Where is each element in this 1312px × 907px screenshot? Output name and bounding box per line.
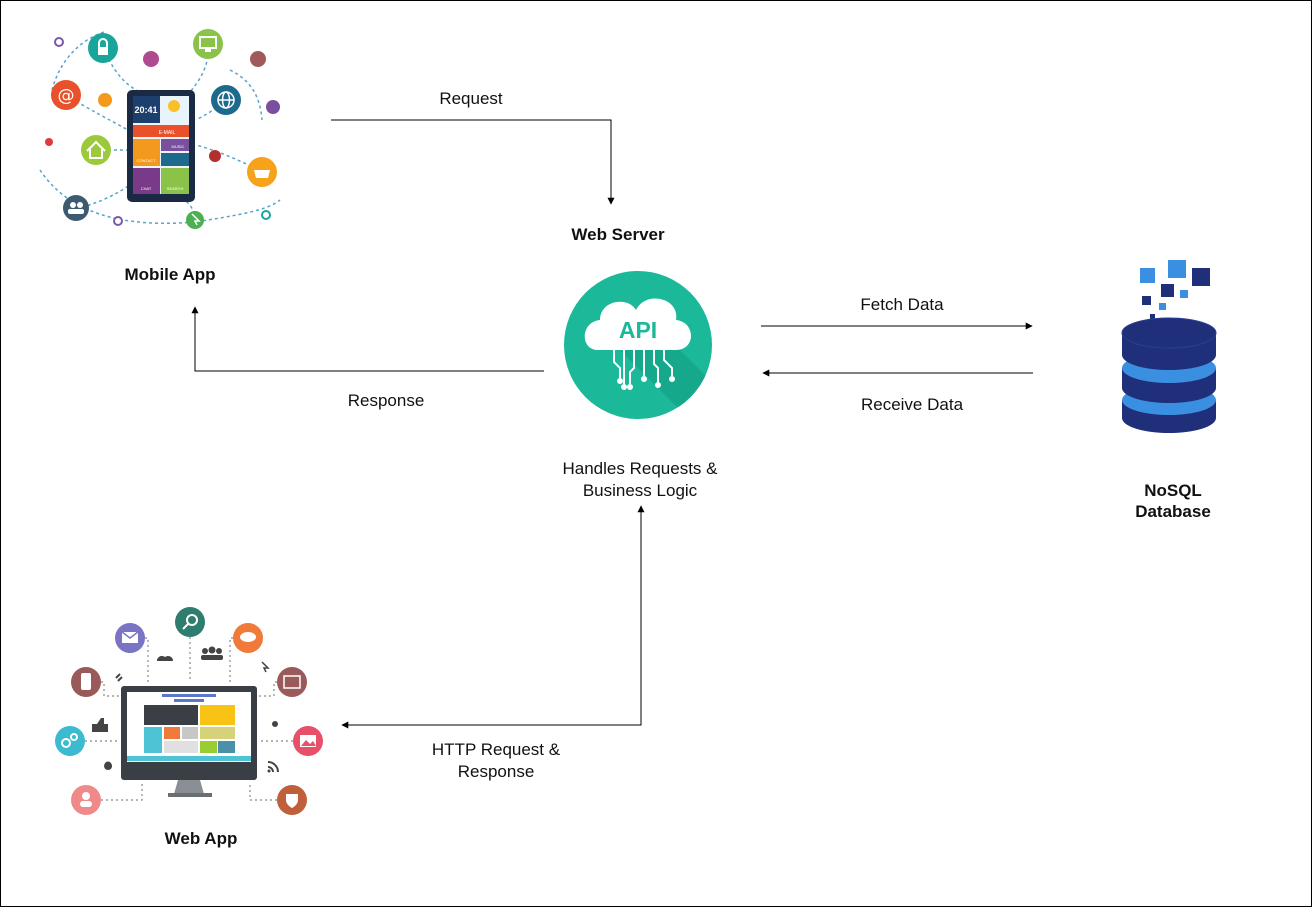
rss-icon — [143, 51, 159, 67]
http-label-line2: Response — [457, 762, 535, 781]
web-app-illustration — [55, 607, 323, 815]
server-caption-line1: Handles Requests & — [562, 459, 718, 478]
mobile-app-illustration: @ — [39, 29, 281, 229]
users-icon — [63, 195, 89, 221]
heart-icon — [45, 138, 53, 146]
fetch-data-label: Fetch Data — [860, 295, 944, 314]
tablet-tile-contact: CONTACT — [136, 158, 156, 163]
wifi-icon — [267, 761, 279, 773]
http-label-line1: HTTP Request & — [431, 740, 561, 759]
server-caption-line2: Business Logic — [582, 481, 698, 500]
group-icon — [201, 646, 223, 660]
notebook-icon — [250, 51, 266, 67]
web-server-label: Web Server — [571, 225, 665, 244]
web-app-label: Web App — [164, 829, 238, 848]
cursor-icon — [186, 211, 204, 229]
tablet-time: 20:41 — [134, 105, 157, 115]
tablet-tile-chat: CHAT — [141, 186, 152, 191]
tablet-tile-music: MUSIC — [172, 144, 185, 149]
response-arrow — [191, 306, 544, 372]
home-icon — [81, 135, 111, 165]
thumbs-up-icon — [92, 718, 108, 732]
database-icon — [1121, 260, 1217, 433]
cloud-icon — [157, 655, 173, 661]
dot-icon — [54, 37, 64, 47]
mobile-app-label: Mobile App — [124, 265, 216, 284]
http-arrow — [341, 505, 645, 729]
desktop-monitor — [121, 686, 257, 797]
magnifier-icon — [209, 150, 221, 162]
monitor-icon — [193, 29, 223, 59]
receive-data-label: Receive Data — [860, 395, 964, 414]
dot-icon — [261, 210, 271, 220]
tablet-tile-email: E-MAIL — [159, 130, 176, 136]
request-arrow — [331, 119, 615, 205]
cursor-wave-icon — [261, 661, 270, 673]
browser-window-icon — [277, 667, 307, 697]
link-icon — [115, 673, 123, 682]
dot-icon — [113, 216, 123, 226]
database-label-line1: NoSQL — [1144, 481, 1202, 500]
search-icon — [175, 607, 205, 637]
at-sign-icon — [51, 80, 81, 110]
database-label-line2: Database — [1135, 502, 1211, 521]
response-label: Response — [347, 391, 425, 410]
api-badge-text: API — [619, 317, 657, 343]
svg-text:@: @ — [58, 86, 75, 106]
music-note-icon — [266, 100, 280, 114]
tablet-device — [127, 90, 195, 202]
cloud-icon — [98, 93, 112, 107]
request-label: Request — [439, 89, 503, 108]
api-cloud-icon — [564, 271, 712, 419]
tablet-tile-search: SEARCH — [167, 186, 184, 191]
bulb-icon — [272, 721, 278, 727]
